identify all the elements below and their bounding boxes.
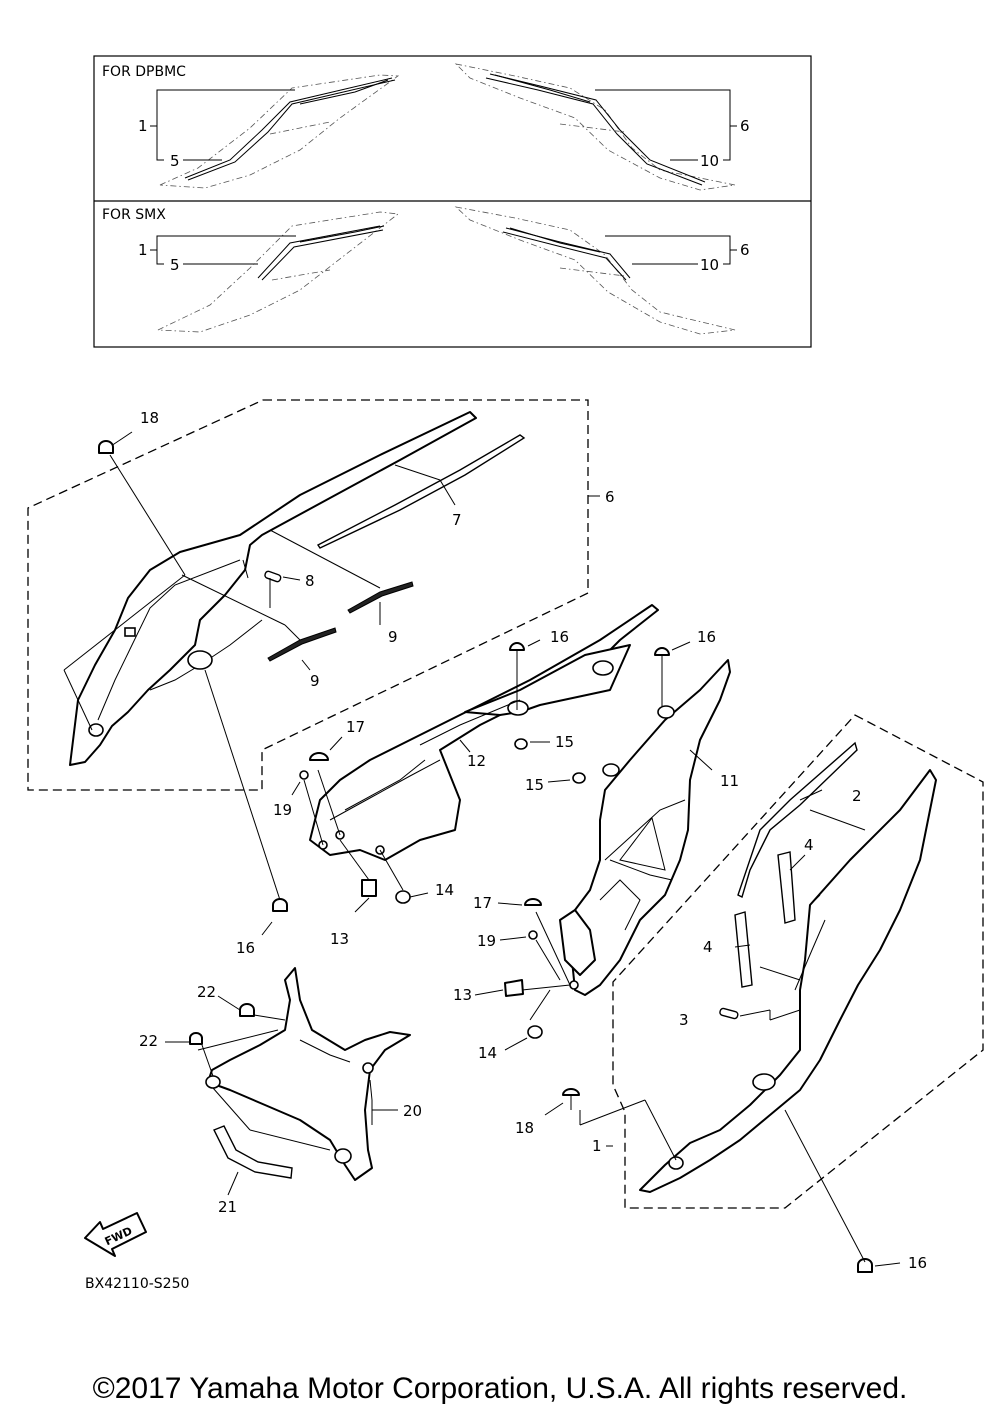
callout-16a: 16 <box>550 628 569 646</box>
copyright-notice: ©2017 Yamaha Motor Corporation, U.S.A. A… <box>92 1372 908 1405</box>
fasteners-center <box>272 642 670 912</box>
dpbmc-left-panel <box>159 74 400 189</box>
callout-18b: 18 <box>515 1119 534 1137</box>
callout-14b: 14 <box>478 1044 497 1062</box>
bolt-18-top <box>98 440 114 454</box>
callout-17a: 17 <box>346 718 365 736</box>
variant-header-smx: FOR SMX <box>102 207 166 223</box>
leaders-right-inner <box>474 749 713 1051</box>
callout-22a: 22 <box>197 983 216 1001</box>
variant-box: FOR DPBMC 1 5 6 10 <box>93 55 812 348</box>
dpbmc-label-1: 1 <box>138 117 148 135</box>
callout-9a: 9 <box>388 628 398 646</box>
stripe-7 <box>316 434 526 549</box>
emblems-4 <box>734 851 796 988</box>
dpbmc-left-bracket: 1 5 <box>138 89 295 170</box>
callout-21: 21 <box>218 1198 237 1216</box>
fasteners-lower <box>189 1003 255 1045</box>
callout-4a: 4 <box>804 836 814 854</box>
assembly-1-group: 1 <box>592 714 984 1209</box>
stripe-2 <box>737 741 858 898</box>
smx-left-bracket: 1 5 <box>138 235 296 274</box>
callout-20: 20 <box>403 1102 422 1120</box>
callout-labels: 18 7 8 9 9 16 16 15 15 12 17 19 11 2 4 4… <box>139 409 927 1272</box>
assembly-6-group: 6 <box>27 399 615 791</box>
side-cover-left <box>69 411 477 766</box>
callout-11: 11 <box>720 772 739 790</box>
callout-12: 12 <box>467 752 486 770</box>
callout-16d: 16 <box>908 1254 927 1272</box>
fwd-arrow-icon: FWD <box>84 1212 147 1257</box>
callout-3: 3 <box>679 1011 689 1029</box>
callout-1: 1 <box>592 1137 602 1155</box>
callout-14a: 14 <box>435 881 454 899</box>
callout-13b: 13 <box>453 986 472 1004</box>
callout-6: 6 <box>605 488 615 506</box>
callout-19b: 19 <box>477 932 496 950</box>
damper-8 <box>264 570 282 583</box>
leaders-center <box>261 639 691 936</box>
dpbmc-right-bracket: 6 10 <box>595 89 750 170</box>
lower-cowl-20 <box>205 967 411 1181</box>
callout-16c: 16 <box>236 939 255 957</box>
trim-21 <box>213 1125 293 1179</box>
callout-22b: 22 <box>139 1032 158 1050</box>
fasteners-right <box>562 1088 873 1273</box>
smx-label-5: 5 <box>170 256 180 274</box>
smx-label-1: 1 <box>138 241 148 259</box>
callout-4b: 4 <box>703 938 713 956</box>
callout-15b: 15 <box>525 776 544 794</box>
callout-2: 2 <box>852 787 862 805</box>
dpbmc-right-panel <box>454 63 736 191</box>
smx-right-bracket: 6 10 <box>605 235 750 274</box>
callout-8: 8 <box>305 572 315 590</box>
inner-panel-11 <box>504 659 731 1039</box>
callout-18a: 18 <box>140 409 159 427</box>
side-cover-right <box>639 769 937 1193</box>
callout-17b: 17 <box>473 894 492 912</box>
smx-label-6: 6 <box>740 241 750 259</box>
dpbmc-label-5: 5 <box>170 152 180 170</box>
smx-right-panel <box>454 206 736 335</box>
callout-9b: 9 <box>310 672 320 690</box>
smx-left-panel <box>157 211 400 333</box>
callout-15a: 15 <box>555 733 574 751</box>
leaders-right-assembly <box>544 789 901 1267</box>
callout-19a: 19 <box>273 801 292 819</box>
diagram-ref-code: BX42110-S250 <box>85 1276 189 1292</box>
callout-16b: 16 <box>697 628 716 646</box>
leaders-lower <box>165 995 398 1196</box>
damper-9-pair <box>267 581 414 662</box>
variant-header-dpbmc: FOR DPBMC <box>102 64 186 80</box>
inner-panel-12 <box>309 604 659 861</box>
damper-3 <box>719 1007 739 1020</box>
dpbmc-label-6: 6 <box>740 117 750 135</box>
callout-13a: 13 <box>330 930 349 948</box>
smx-label-10: 10 <box>700 256 719 274</box>
dpbmc-label-10: 10 <box>700 152 719 170</box>
callout-7: 7 <box>452 511 462 529</box>
